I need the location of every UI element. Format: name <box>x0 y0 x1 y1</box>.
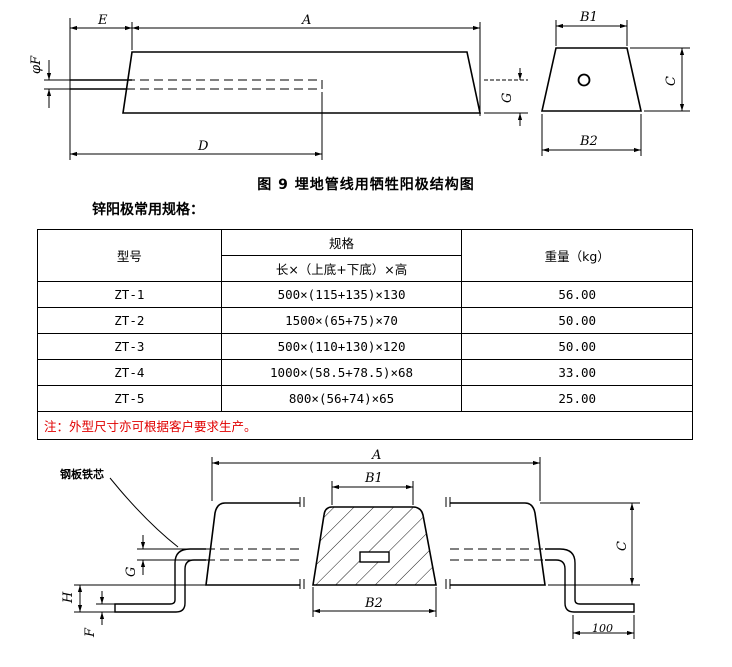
top-structure-diagram: E A D G φF B1 B2 C <box>29 10 690 160</box>
table-title: 锌阳极常用规格： <box>92 202 204 218</box>
anode-cross-section <box>312 506 437 586</box>
spec-table: 型号 规格 重量（kg） 长×（上底+下底）×高 ZT-1 500×(115+1… <box>37 229 693 440</box>
cell-weight: 33.00 <box>461 359 693 386</box>
cell-spec: 1500×(65+75)×70 <box>220 307 463 334</box>
label-D: D <box>197 139 209 154</box>
cell-weight: 25.00 <box>461 385 693 412</box>
table-row: ZT-3 500×(110+130)×120 50.00 <box>37 333 693 360</box>
cell-weight: 50.00 <box>461 333 693 360</box>
steel-core-label: 钢板铁芯 <box>60 468 104 481</box>
table-row: ZT-5 800×(56+74)×65 25.00 <box>37 385 693 412</box>
bottom-structure-diagram: A B1 B2 C G H F 100 <box>61 448 640 639</box>
label-C: C <box>615 541 630 551</box>
anode-body-side <box>122 51 481 114</box>
cell-spec: 500×(110+130)×120 <box>220 333 463 360</box>
label-phiF: φF <box>29 55 44 74</box>
label-E: E <box>97 13 108 28</box>
figure-caption: 图 9 埋地管线用牺牲阳极结构图 <box>257 177 475 193</box>
cell-weight: 56.00 <box>461 281 693 308</box>
cell-model: ZT-5 <box>37 385 222 412</box>
label-C: C <box>664 76 679 86</box>
anode-right-body <box>450 502 546 586</box>
label-G: G <box>500 93 515 103</box>
label-B1: B1 <box>364 471 383 486</box>
anode-left-body <box>205 502 300 586</box>
cell-model: ZT-1 <box>37 281 222 308</box>
col-header-spec: 规格 <box>220 229 463 256</box>
label-B1: B1 <box>579 10 598 25</box>
label-A: A <box>301 13 311 28</box>
label-A: A <box>371 448 381 463</box>
label-B2: B2 <box>579 134 598 149</box>
col-header-weight: 重量（kg） <box>461 229 693 282</box>
cell-spec: 800×(56+74)×65 <box>220 385 463 412</box>
cell-weight: 50.00 <box>461 307 693 334</box>
table-note: 注：外型尺寸亦可根据客户要求生产。 <box>37 411 693 440</box>
label-B2: B2 <box>364 596 383 611</box>
cell-spec: 1000×(58.5+78.5)×68 <box>220 359 463 386</box>
label-F: F <box>83 627 98 638</box>
cell-spec: 500×(115+135)×130 <box>220 281 463 308</box>
cell-model: ZT-4 <box>37 359 222 386</box>
col-header-model: 型号 <box>37 229 222 282</box>
cell-model: ZT-2 <box>37 307 222 334</box>
table-row: ZT-4 1000×(58.5+78.5)×68 33.00 <box>37 359 693 386</box>
col-header-spec-sub: 长×（上底+下底）×高 <box>220 255 463 282</box>
table-row: ZT-1 500×(115+135)×130 56.00 <box>37 281 693 308</box>
anode-body-end <box>541 47 642 112</box>
table-row: ZT-2 1500×(65+75)×70 50.00 <box>37 307 693 334</box>
label-G: G <box>124 567 139 577</box>
label-H: H <box>61 591 76 604</box>
cell-model: ZT-3 <box>37 333 222 360</box>
label-100: 100 <box>592 622 613 635</box>
